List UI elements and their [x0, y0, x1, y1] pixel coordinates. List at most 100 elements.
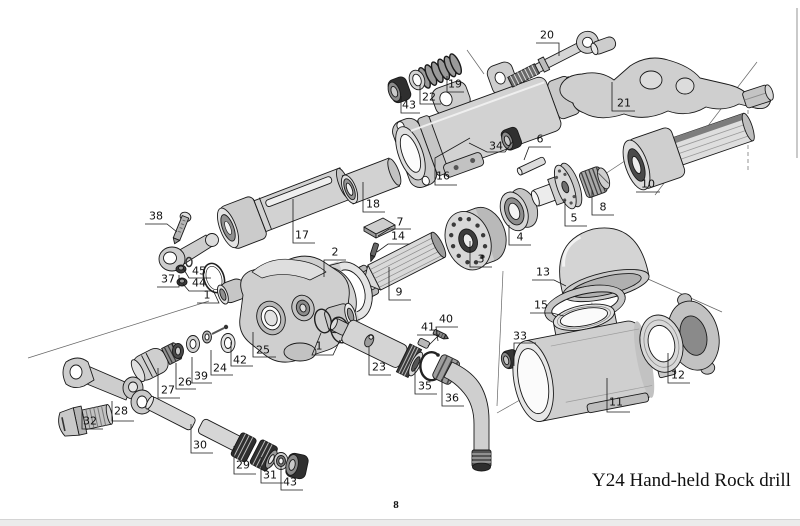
part-label-6: 6	[536, 132, 544, 146]
part-label-30: 30	[193, 438, 207, 452]
label-leader-23	[368, 347, 391, 376]
part-21-trigger-handle	[559, 57, 774, 119]
part-32-plug-bolt	[58, 404, 114, 437]
part-label-17: 17	[295, 228, 309, 242]
label-leader-20	[536, 42, 560, 56]
part-4-ring	[499, 188, 539, 232]
part-29-knurled-bushings	[230, 432, 278, 472]
label-leader-39	[191, 357, 212, 384]
part-label-18: 18	[366, 197, 380, 211]
part-label-36: 36	[445, 391, 459, 405]
label-leader-1	[197, 289, 220, 304]
part-label-27: 27	[161, 383, 175, 397]
part-label-38: 38	[149, 209, 163, 223]
part-label-3: 3	[477, 252, 485, 266]
label-leader-26	[175, 363, 196, 390]
part-label-42: 42	[233, 353, 247, 367]
part-label-1: 1	[315, 339, 323, 353]
label-leader-21	[611, 82, 635, 112]
label-leader-35	[414, 368, 437, 395]
part-42-ring	[220, 333, 236, 353]
label-leader-11	[606, 378, 630, 413]
part-25-backhead	[217, 255, 357, 363]
part-label-5: 5	[570, 211, 578, 225]
part-label-10: 10	[641, 177, 655, 191]
label-leader-lines	[81, 42, 690, 491]
label-leader-30	[190, 424, 213, 454]
construction-line-6	[27, 300, 210, 359]
part-37-nut	[175, 264, 187, 274]
label-leader-8	[591, 190, 614, 216]
part-label-15: 15	[534, 298, 548, 312]
label-leader-15	[530, 312, 565, 317]
label-leader-3	[469, 241, 492, 268]
part-6-pin	[516, 156, 546, 176]
label-leader-9	[388, 267, 411, 301]
part-label-12: 12	[671, 368, 685, 382]
label-leader-14	[376, 243, 410, 253]
part-8-plug	[579, 166, 611, 198]
part-24-washer	[202, 330, 212, 344]
part-23-valve-tube	[330, 318, 424, 378]
label-leader-33	[513, 342, 536, 366]
label-leader-22	[419, 85, 441, 105]
part-label-35: 35	[418, 379, 432, 393]
part-18-sleeve	[340, 157, 402, 205]
part-label-25: 25	[256, 343, 270, 357]
footer-strip	[0, 519, 800, 526]
label-leader-5	[564, 200, 587, 227]
part-label-28: 28	[114, 404, 128, 418]
trigger-pin	[590, 36, 617, 56]
part-43-nut-bottom	[285, 452, 309, 480]
part-label-1: 1	[203, 288, 211, 302]
label-leader-12	[667, 353, 690, 384]
part-label-33: 33	[513, 329, 527, 343]
label-leader-42	[230, 342, 253, 367]
part-1-oring-right-a	[313, 308, 333, 334]
label-leader-4	[508, 225, 531, 246]
part-label-19: 19	[448, 77, 462, 91]
label-leader-7	[377, 228, 411, 237]
part-3-bolt-circle-head	[444, 206, 507, 271]
part-label-31: 31	[263, 468, 277, 482]
label-leader-18	[362, 182, 385, 213]
label-leader-16	[434, 137, 471, 186]
label-leader-45	[182, 267, 211, 279]
part-label-4: 4	[516, 230, 524, 244]
label-leader-41	[417, 334, 440, 347]
part-label-45: 45	[192, 264, 206, 278]
label-leader-2	[323, 259, 346, 277]
part-label-9: 9	[395, 285, 403, 299]
part-label-8: 8	[599, 200, 607, 214]
part-label-13: 13	[536, 265, 550, 279]
part-12-front-cap	[639, 293, 720, 379]
part-26-washer	[172, 343, 184, 359]
part-label-22: 22	[422, 90, 436, 104]
label-leader-17	[292, 199, 315, 244]
part-label-24: 24	[213, 361, 227, 375]
label-leader-28	[111, 401, 134, 422]
part-28-crank-handle	[62, 357, 154, 415]
part-label-34: 34	[489, 139, 503, 153]
diagram-caption: Y24 Hand-held Rock drill	[592, 470, 791, 491]
label-leader-32	[81, 410, 103, 430]
part-40-screw	[432, 329, 449, 340]
label-leader-19	[446, 76, 464, 93]
label-leader-27	[157, 368, 180, 399]
part-label-37: 37	[161, 272, 175, 286]
part-label-21: 21	[617, 96, 631, 110]
label-leader-43	[280, 466, 303, 491]
part-38-screw	[172, 211, 192, 245]
label-leader-1	[311, 332, 341, 356]
part-5-piston	[531, 162, 583, 210]
label-leader-31	[260, 457, 283, 484]
part-label-14: 14	[391, 229, 405, 243]
label-leader-25	[252, 332, 276, 358]
part-label-29: 29	[236, 458, 250, 472]
part-36-elbow-pipe	[432, 354, 492, 472]
part-17-front-tube	[216, 167, 353, 249]
label-leader-40	[435, 326, 458, 342]
construction-line-4	[496, 270, 504, 407]
